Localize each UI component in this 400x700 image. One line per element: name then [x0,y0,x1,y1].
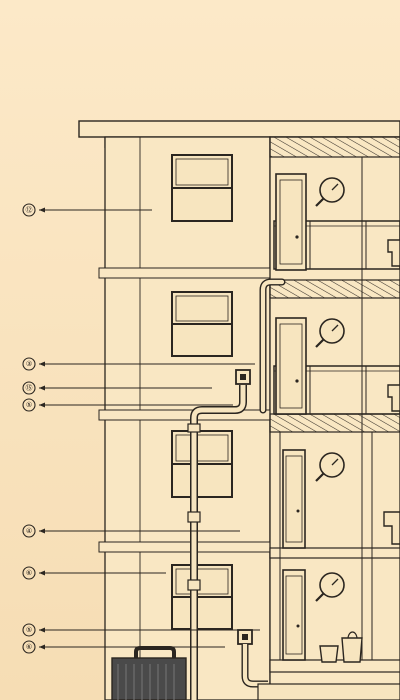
callout-c7 [22,623,260,637]
wall-clock-icon [315,572,345,602]
door-icon [275,317,307,415]
wall-clock-icon [315,452,345,482]
callout-label: ⑤ [25,626,33,634]
drain-pipe [187,385,247,700]
pipe-valve-icon [235,369,251,385]
callout-label: ⑤ [25,401,33,409]
door-icon [282,569,306,661]
chair-icon [387,239,400,267]
drain-pipe [259,278,286,414]
callout-c6 [22,566,166,580]
callout-label: ⑮ [25,384,33,392]
callout-label: ③ [25,360,33,368]
pipe-valve-icon [237,629,268,688]
chair-icon [387,384,400,412]
callout-label: ⑥ [25,643,33,651]
door-icon [275,173,307,271]
facade-window [171,430,233,498]
chair-icon [383,511,400,545]
bucket-icon [319,645,339,663]
callout-c4 [22,398,233,412]
facade-window [171,154,233,222]
wall-clock-icon [315,318,345,348]
door-icon [282,449,306,549]
bucket-icon [341,631,363,663]
callout-c3 [22,381,212,395]
callout-label: ④ [25,527,33,535]
facade-window [171,291,233,357]
callout-c5 [22,524,240,538]
ground-equipment [111,646,400,700]
callout-label: ⑫ [25,206,33,214]
callout-label: ⑥ [25,569,33,577]
callout-c2 [22,357,255,371]
wall-clock-icon [315,177,345,207]
callout-c1 [22,203,152,217]
facade-window [171,564,233,630]
callout-c8 [22,640,225,654]
